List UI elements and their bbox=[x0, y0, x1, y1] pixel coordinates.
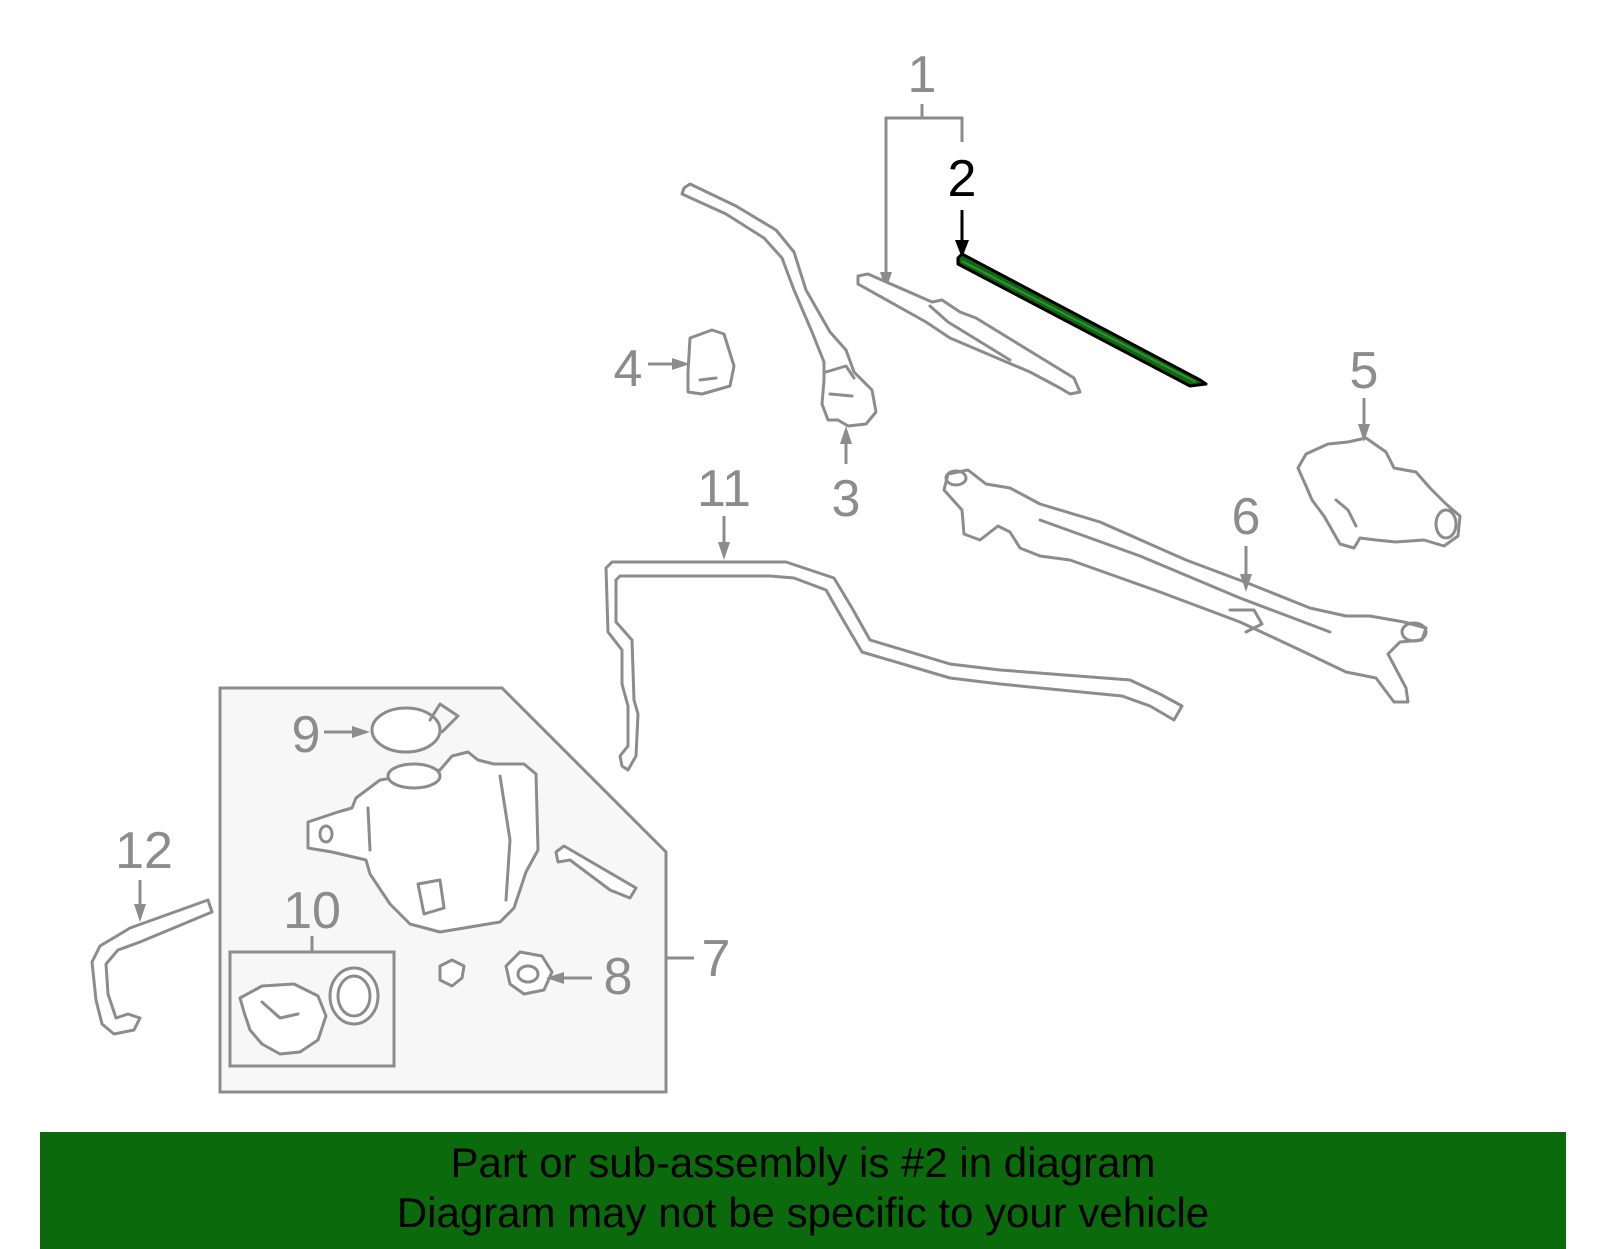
callout-7: 7 bbox=[702, 930, 731, 988]
callout-10: 10 bbox=[283, 882, 341, 940]
callout-11: 11 bbox=[697, 460, 751, 518]
wiper-blade-part-1[interactable] bbox=[856, 272, 1082, 396]
callout-2: 2 bbox=[948, 150, 977, 208]
callout-9: 9 bbox=[292, 706, 321, 764]
wiper-linkage-part-6[interactable]: 6 bbox=[942, 468, 1428, 704]
washer-hose-part-12[interactable]: 12 bbox=[90, 822, 214, 1036]
banner-line-2: Diagram may not be specific to your vehi… bbox=[396, 1189, 1210, 1236]
reservoir-cap-part-9[interactable]: 9 bbox=[292, 702, 460, 764]
callout-5: 5 bbox=[1350, 342, 1379, 400]
callout-4: 4 bbox=[614, 340, 643, 398]
callout-8: 8 bbox=[604, 948, 633, 1006]
callout-group-1-2: 1 2 bbox=[880, 46, 976, 290]
wiper-arm-part-3[interactable]: 3 bbox=[680, 182, 878, 528]
callout-12: 12 bbox=[115, 822, 173, 880]
callout-6: 6 bbox=[1232, 488, 1261, 546]
wiper-motor-part-5[interactable]: 5 bbox=[1296, 342, 1462, 550]
banner-line-1: Part or sub-assembly is #2 in diagram bbox=[450, 1139, 1156, 1186]
arm-cap-part-4[interactable]: 4 bbox=[614, 328, 736, 398]
washer-reservoir-kit-part-7[interactable]: 7 9 8 10 bbox=[218, 686, 731, 1094]
callout-3: 3 bbox=[832, 470, 861, 528]
callout-1: 1 bbox=[908, 46, 937, 104]
washer-pump-part-10[interactable]: 10 bbox=[228, 882, 396, 1068]
nut-part-8[interactable]: 8 bbox=[504, 948, 633, 1006]
wiper-refill-part-2[interactable] bbox=[956, 252, 1208, 388]
info-banner: Part or sub-assembly is #2 in diagram Di… bbox=[40, 1132, 1566, 1249]
washer-hose-part-11[interactable]: 11 bbox=[604, 460, 1184, 772]
